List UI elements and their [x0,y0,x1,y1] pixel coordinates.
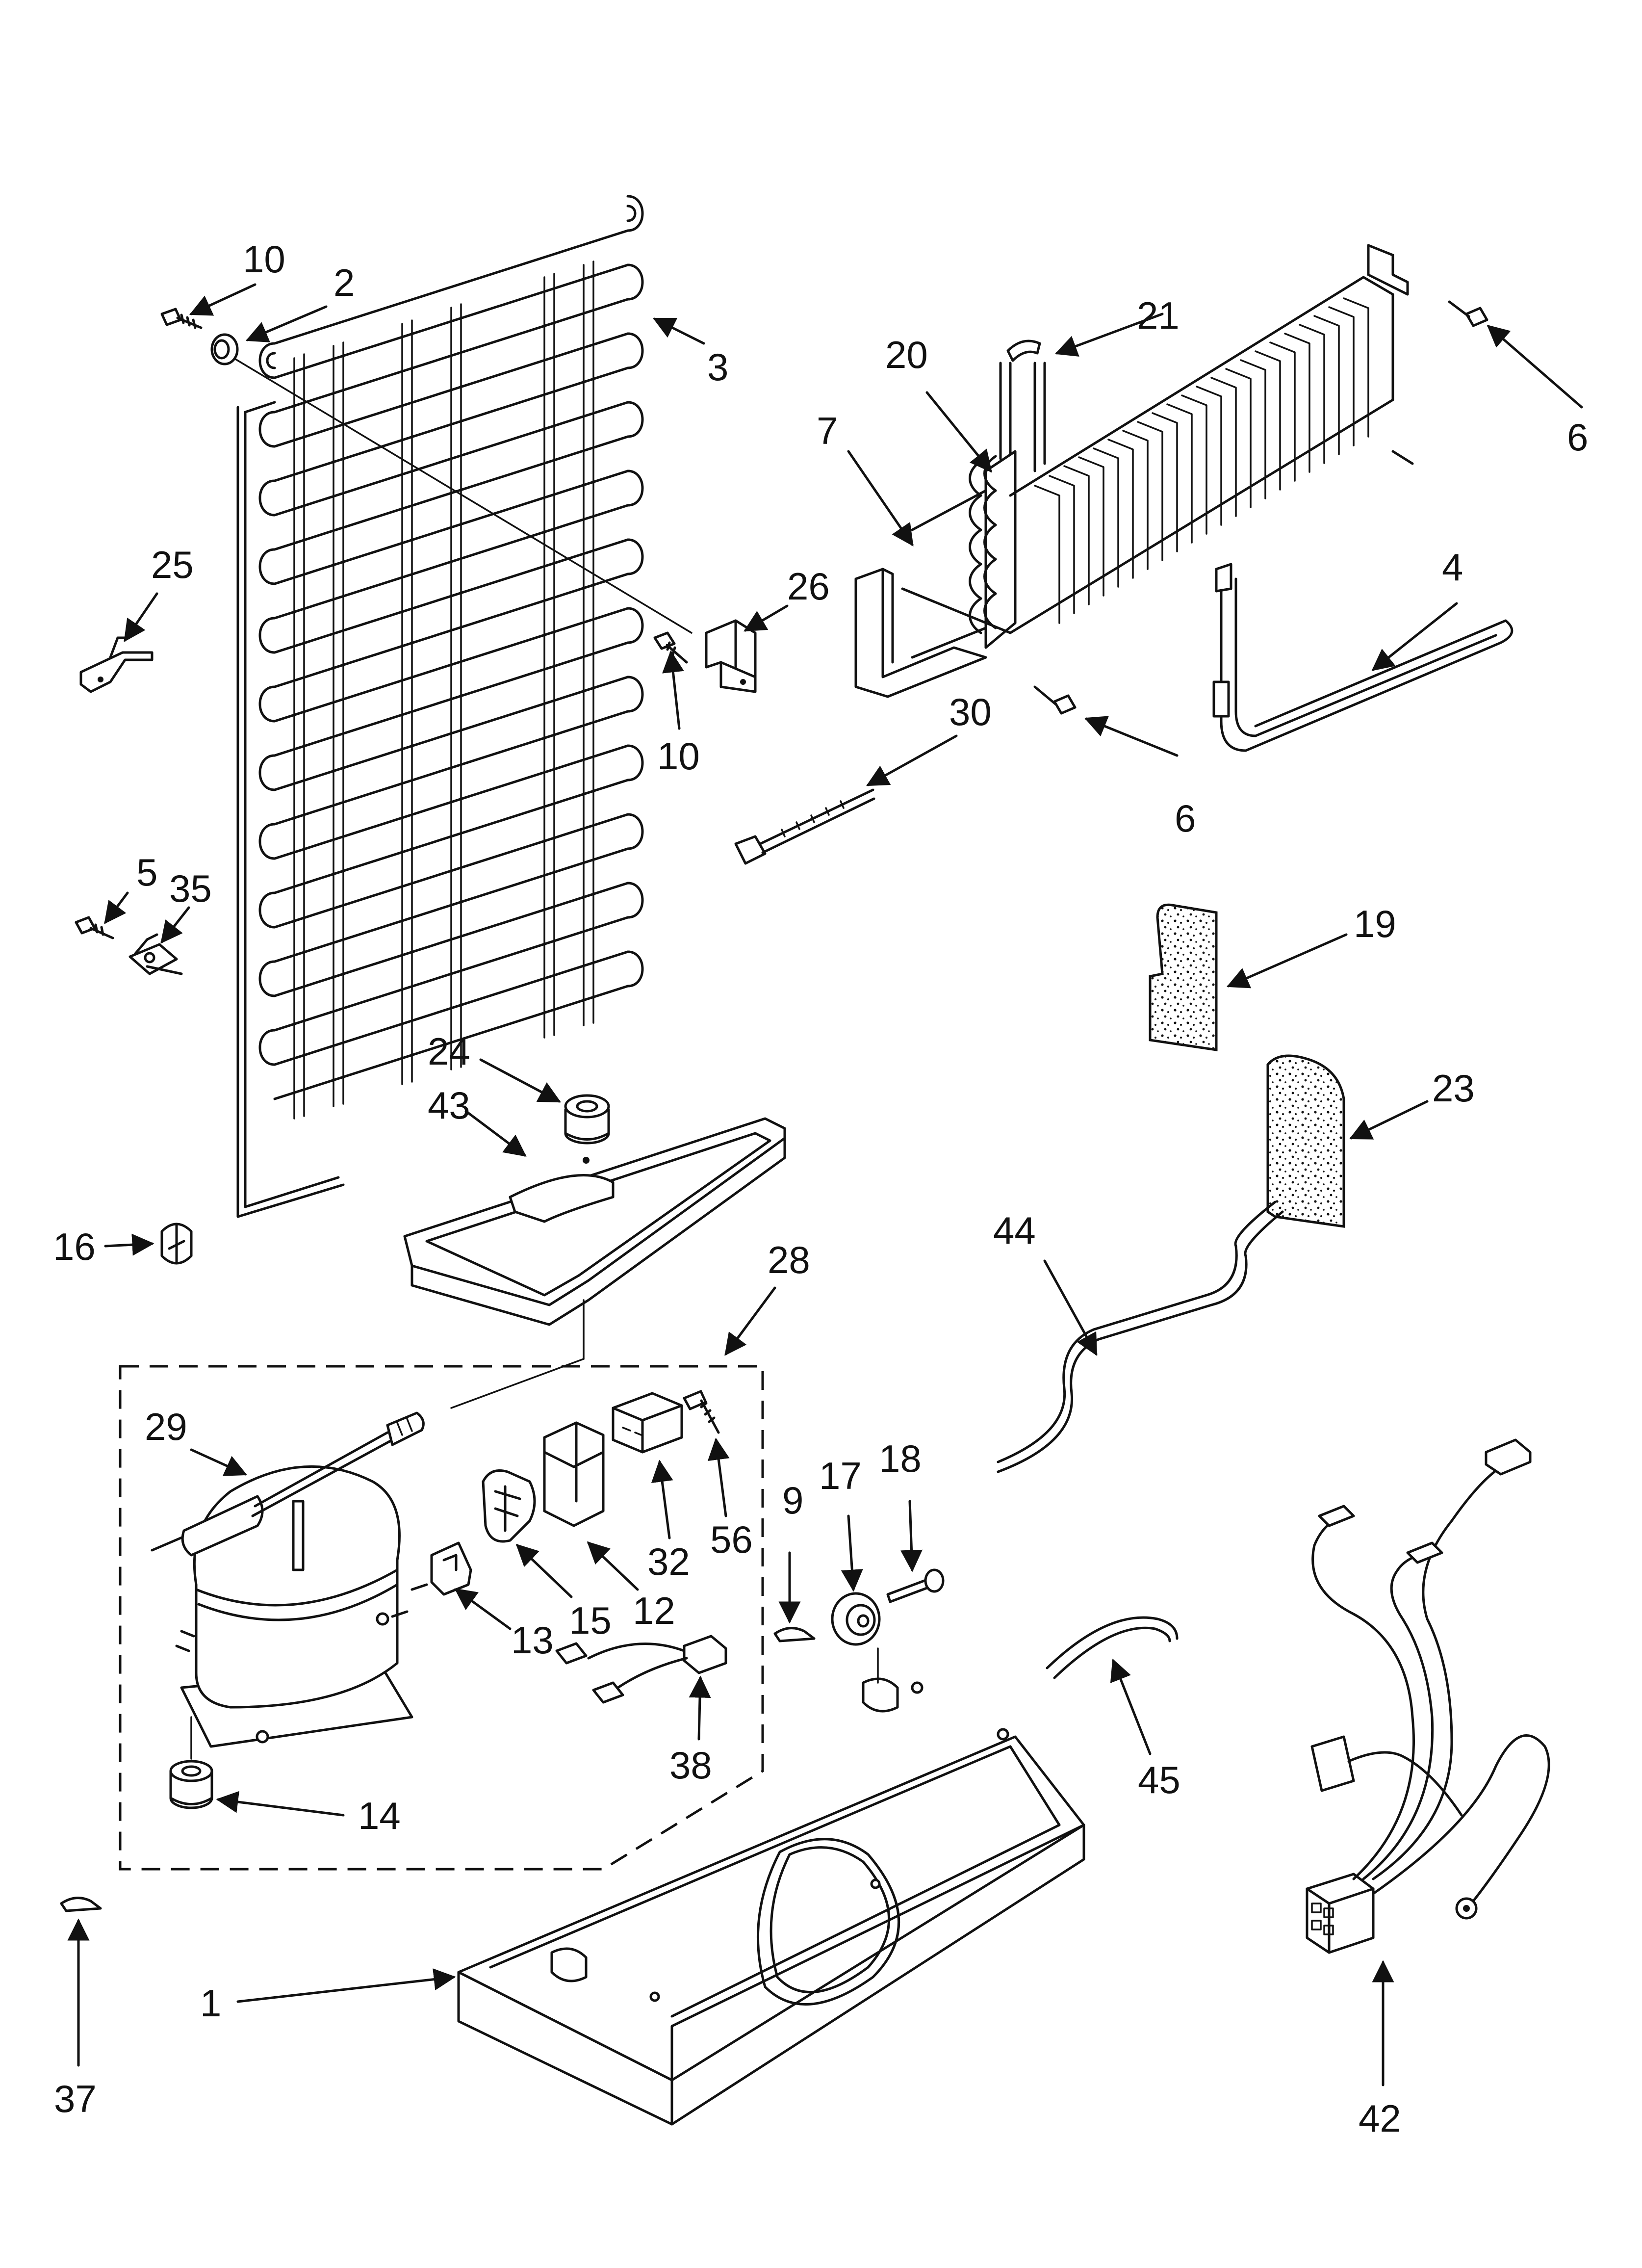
grommet-14 [169,1760,213,1809]
callout-44: 44 [993,1209,1036,1252]
foam-block-19 [1149,903,1218,1051]
callout-37: 37 [54,2077,97,2120]
callout-38: 38 [669,1744,712,1787]
callout-29: 29 [145,1405,187,1448]
screw-56 [683,1390,720,1434]
tube-44 [997,1200,1284,1473]
clip-25 [79,636,154,693]
evaporator [854,244,1414,698]
tube-45 [1046,1616,1179,1679]
callout-21: 21 [1137,294,1180,337]
callout-9: 9 [782,1479,803,1522]
callout-6-mid: 6 [1175,797,1196,840]
compressor-kit-boundary-28 [119,1365,764,1871]
condenser-coil [225,195,693,1218]
callout-15: 15 [569,1599,612,1642]
washer-2 [210,333,239,365]
harness-38 [555,1635,727,1704]
callout-25: 25 [151,543,194,586]
callout-20: 20 [885,333,928,376]
callout-1: 1 [200,1981,221,2025]
callout-42: 42 [1359,2097,1401,2140]
capacitor-32 [612,1392,683,1454]
callout-7: 7 [817,409,838,452]
clip-35 [128,933,183,975]
bracket-26 [705,619,757,693]
screw-6-bottom [1033,685,1077,715]
callout-2: 2 [334,261,355,304]
callout-32: 32 [647,1540,690,1583]
callout-43: 43 [428,1084,470,1127]
screw-5 [75,916,114,939]
callout-56: 56 [710,1518,753,1561]
drain-pan-43 [403,1117,786,1326]
callout-28: 28 [768,1238,810,1281]
relay-cover-12 [543,1421,605,1527]
overload-13 [410,1541,472,1596]
callout-35: 35 [169,867,212,910]
wire-harness-42 [1306,1438,1550,1954]
callout-16: 16 [53,1225,96,1268]
compressor [175,1465,413,1748]
screw-6-top [1448,300,1488,327]
start-relay-15 [482,1469,536,1543]
callout-30: 30 [949,690,992,733]
callout-5: 5 [136,851,157,894]
leader-arrows [67,283,1583,2086]
screw-18 [886,1568,945,1603]
callout-14: 14 [358,1794,401,1837]
callout-19: 19 [1354,902,1396,945]
callout-12: 12 [633,1589,675,1632]
callout-numbers: 10 2 3 21 20 6 7 25 26 4 30 10 6 5 35 19… [53,237,1588,2140]
foam-block-23 [1266,1054,1345,1228]
clip-37 [60,1897,102,1912]
callout-6-right: 6 [1567,416,1588,459]
callout-26: 26 [787,565,830,608]
clip-9 [773,1627,816,1642]
filter-drier-29 [151,1411,425,1557]
callout-23: 23 [1432,1067,1475,1110]
callout-24: 24 [428,1030,470,1073]
screw-10-top [160,308,203,329]
defrost-heater-4 [1212,563,1514,752]
cable-tie-30 [734,788,875,865]
base-plate-1 [457,1677,1085,2126]
clip-16 [160,1223,193,1265]
roller-17 [831,1592,881,1646]
callout-3: 3 [707,345,728,389]
callout-10-top: 10 [243,237,285,281]
grommet-24 [564,1094,610,1145]
callout-18: 18 [879,1437,922,1480]
callout-13: 13 [511,1618,554,1662]
callout-17: 17 [819,1454,862,1497]
callout-45: 45 [1138,1758,1180,1801]
callout-10-mid: 10 [657,734,700,778]
callout-4: 4 [1442,546,1463,589]
